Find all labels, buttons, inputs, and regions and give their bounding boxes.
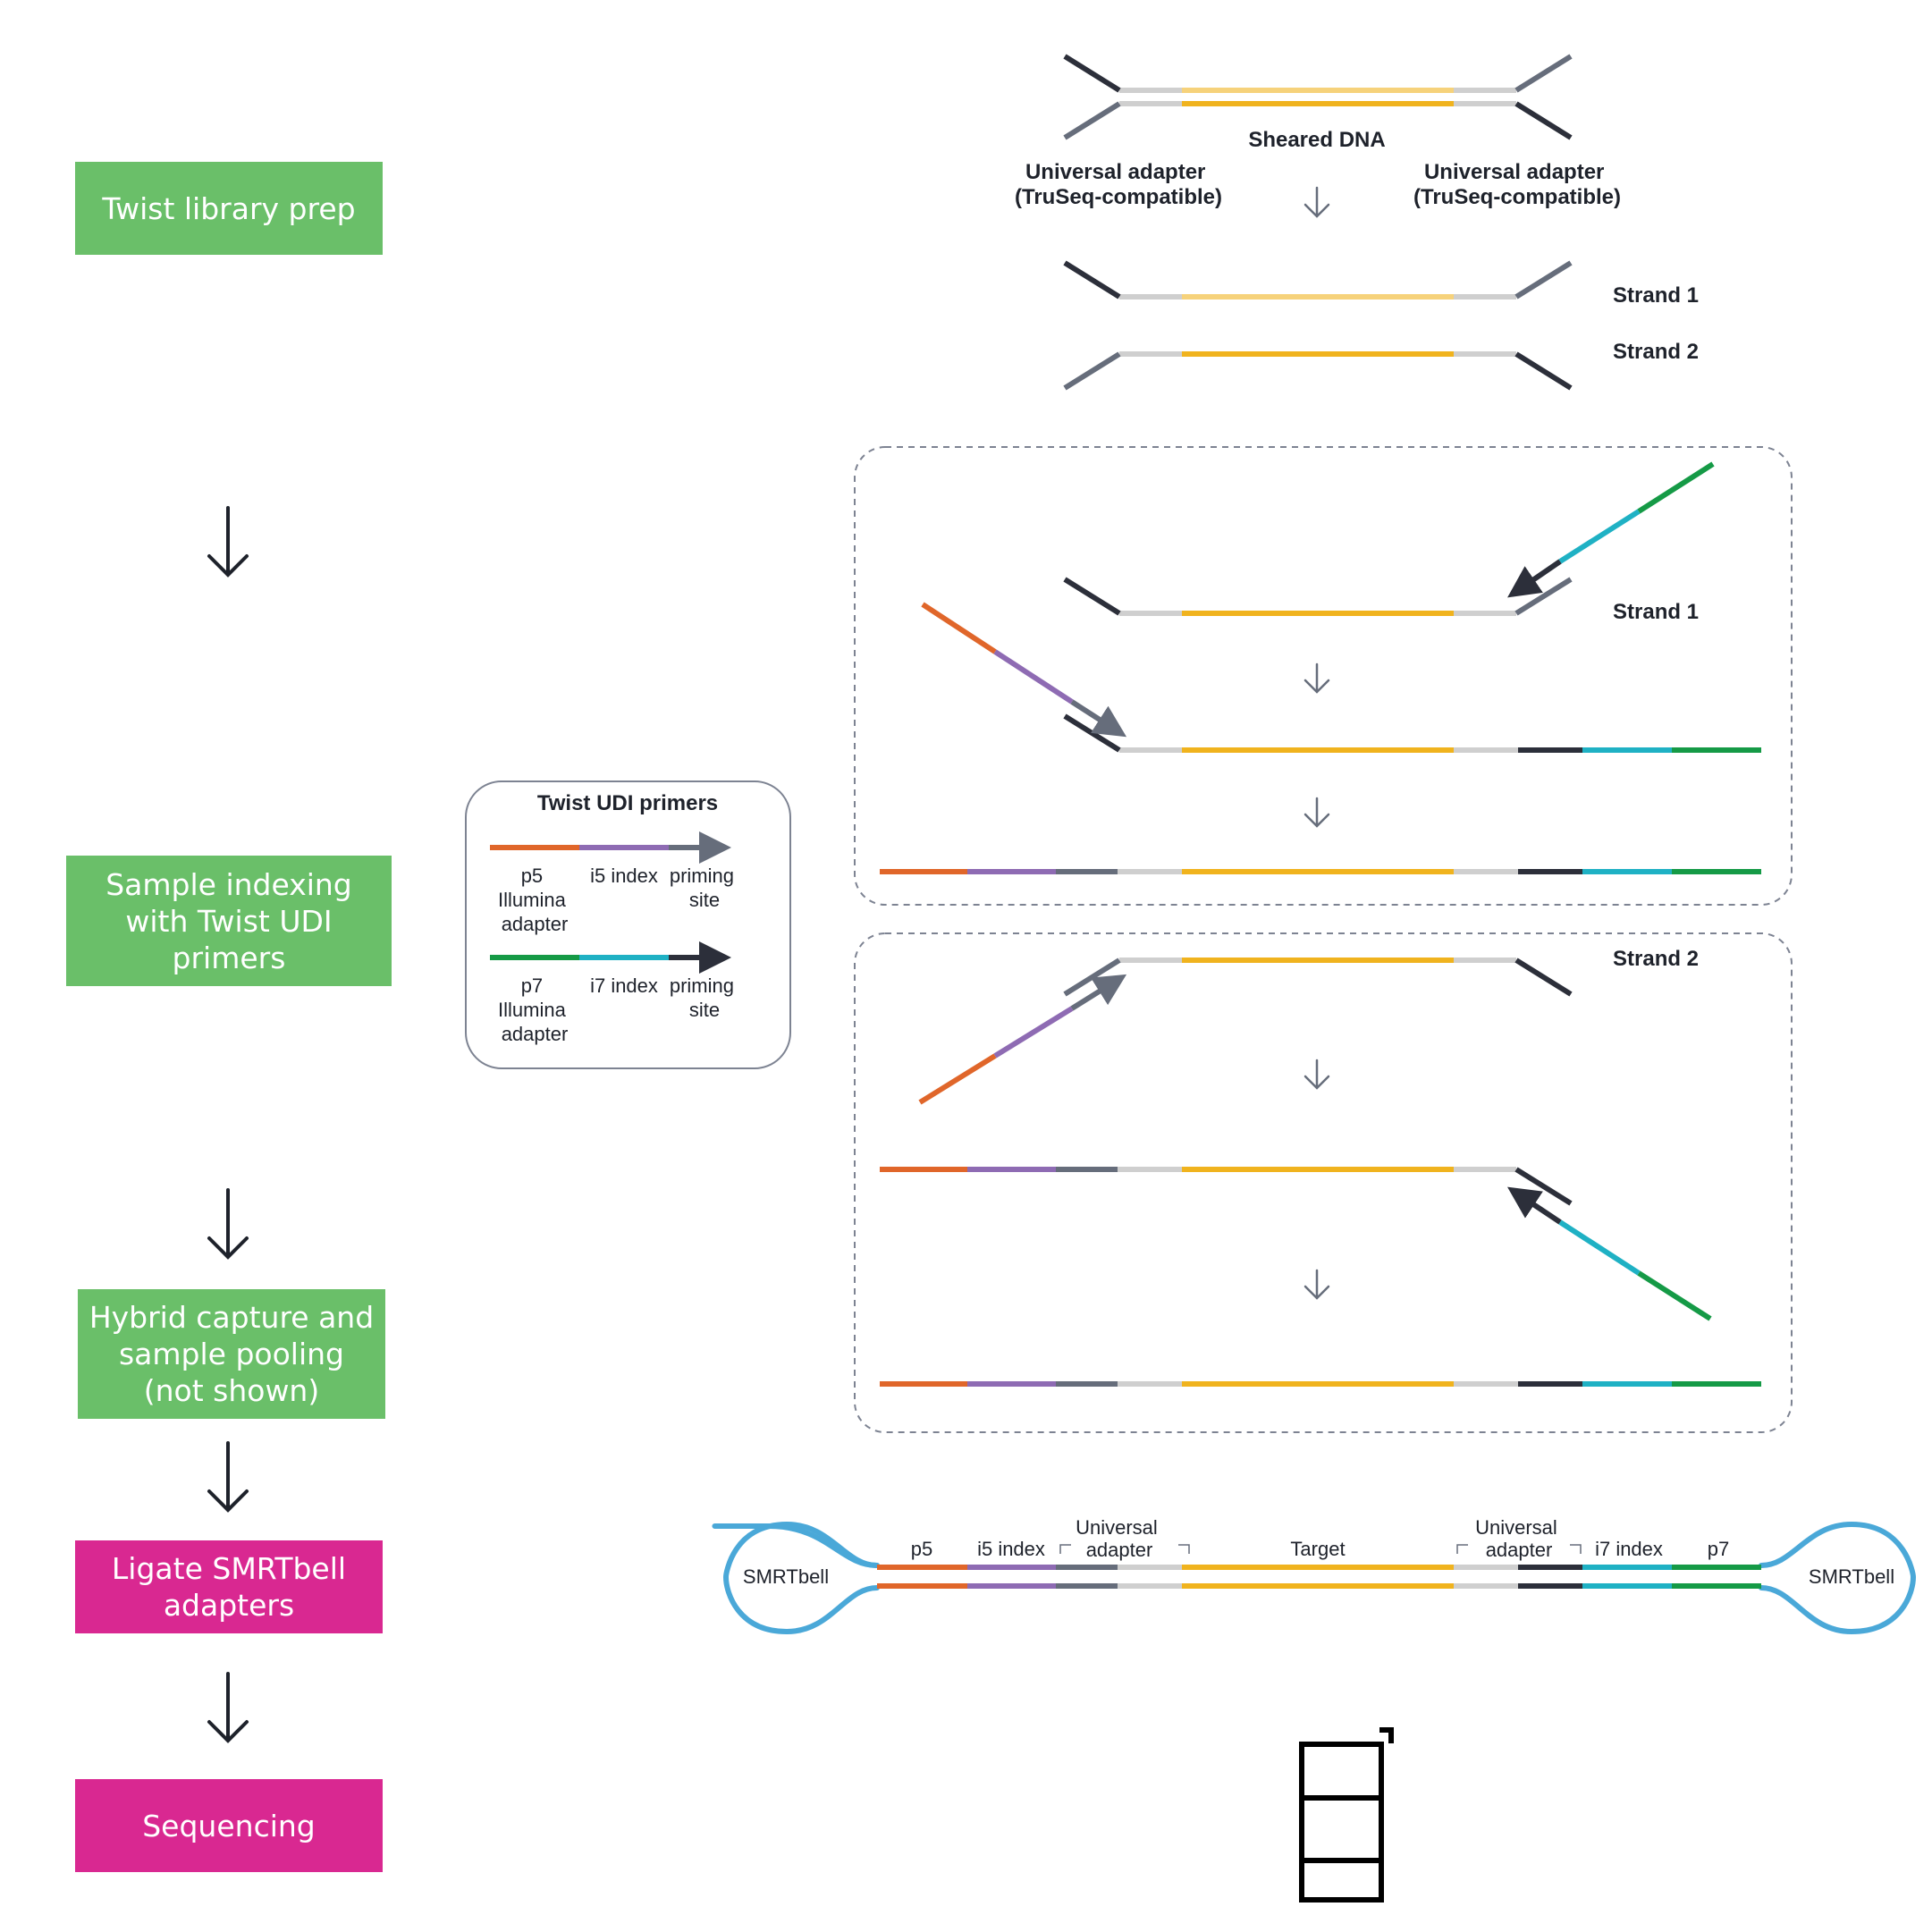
line: Universal (1475, 1516, 1557, 1539)
line: adapter (502, 1023, 569, 1045)
step-twist-library-prep: Twist library prep (75, 162, 383, 255)
line: Illumina (498, 889, 567, 911)
line: Universal (1076, 1516, 1158, 1539)
line: Illumina (498, 999, 567, 1021)
universal-adapter-left-label: Universal adapter (TruSeq-compatible) (1015, 160, 1222, 209)
universal-adapter-right-label: Universal adapter (TruSeq-compatible) (1413, 160, 1621, 209)
panel-1-strand-label: Strand 1 (1613, 600, 1699, 624)
line: priming (670, 974, 734, 997)
i7-primer-annealing (1507, 461, 1715, 598)
smrtbell-right-loop (1759, 1521, 1917, 1635)
line: p7 (521, 974, 543, 997)
legend-p5-label: p5 Illumina adapter (498, 865, 571, 935)
universal-adapter-bracket-left (1059, 1544, 1190, 1554)
panel-1-extended-strand (1063, 713, 1761, 753)
segment-label-universal-right: Universal adapter (1475, 1516, 1563, 1561)
line: site (689, 889, 720, 911)
small-down-arrow-icon (1303, 1059, 1330, 1090)
flow-arrow-icon (207, 506, 249, 578)
universal-adapter-bracket-right (1456, 1544, 1582, 1554)
i7-primer-annealing-strand-2 (1507, 1186, 1712, 1321)
segment-label-i7: i7 index (1595, 1538, 1663, 1560)
legend-p7-label: p7 Illumina adapter (498, 974, 571, 1045)
panel-2-strand-label: Strand 2 (1613, 947, 1699, 971)
small-down-arrow-icon (1303, 797, 1330, 828)
strand-2-label: Strand 2 (1613, 340, 1699, 364)
line: Universal adapter (1025, 160, 1205, 184)
line: adapter (1486, 1539, 1553, 1561)
step-ligate-smrtbell: Ligate SMRTbell adapters (75, 1540, 383, 1633)
strand-2-separated (1063, 351, 1573, 391)
line: site (689, 999, 720, 1021)
step-sequencing: Sequencing (75, 1779, 383, 1872)
segment-label-target: Target (1290, 1538, 1345, 1560)
segment-label-p5: p5 (911, 1538, 932, 1560)
smrtbell-left-loop (712, 1521, 880, 1635)
segment-label-p7: p7 (1708, 1538, 1729, 1560)
panel-strand-2 (854, 932, 1793, 1433)
i5-primer-annealing (921, 602, 1127, 738)
sheared-dna-label: Sheared DNA (1248, 128, 1385, 152)
line: (TruSeq-compatible) (1413, 185, 1621, 209)
panel-strand-1 (854, 446, 1793, 906)
smrtbell-left-label: SMRTbell (743, 1565, 829, 1588)
line: priming (670, 865, 734, 887)
line: adapter (502, 913, 569, 935)
panel-1-template-strand (1063, 577, 1573, 616)
flow-arrow-icon (207, 1441, 249, 1513)
line: Universal adapter (1424, 160, 1604, 184)
smrtbell-right-label: SMRTbell (1809, 1565, 1894, 1588)
strand-1-label: Strand 1 (1613, 283, 1699, 308)
panel-2-extended-strand (880, 1167, 1573, 1206)
i5-primer-annealing-strand-2 (918, 974, 1127, 1105)
segment-label-universal-left: Universal adapter (1076, 1516, 1163, 1561)
segment-label-i5: i5 index (977, 1538, 1045, 1560)
legend-priming-site-label: priming site (670, 865, 739, 911)
small-down-arrow-icon (1303, 662, 1330, 694)
panel-2-template-strand (1063, 958, 1573, 997)
flow-arrow-icon (207, 1672, 249, 1743)
legend-i7-label: i7 index (590, 974, 658, 997)
strand-1-separated (1063, 260, 1573, 300)
flow-arrow-icon (207, 1188, 249, 1260)
sheared-dna-duplex (1063, 54, 1573, 140)
step-hybrid-capture: Hybrid capture and sample pooling (not s… (78, 1289, 385, 1419)
small-down-arrow-icon (1303, 186, 1330, 218)
legend-title: Twist UDI primers (537, 791, 718, 815)
line: adapter (1086, 1539, 1153, 1561)
line: p5 (521, 865, 543, 887)
small-down-arrow-icon (1303, 1269, 1330, 1300)
legend-priming-site-label-2: priming site (670, 974, 739, 1021)
step-sample-indexing: Sample indexing with Twist UDI primers (66, 856, 392, 986)
line: (TruSeq-compatible) (1015, 185, 1222, 209)
sequencer-icon (1299, 1727, 1394, 1902)
legend-i5-label: i5 index (590, 865, 658, 887)
